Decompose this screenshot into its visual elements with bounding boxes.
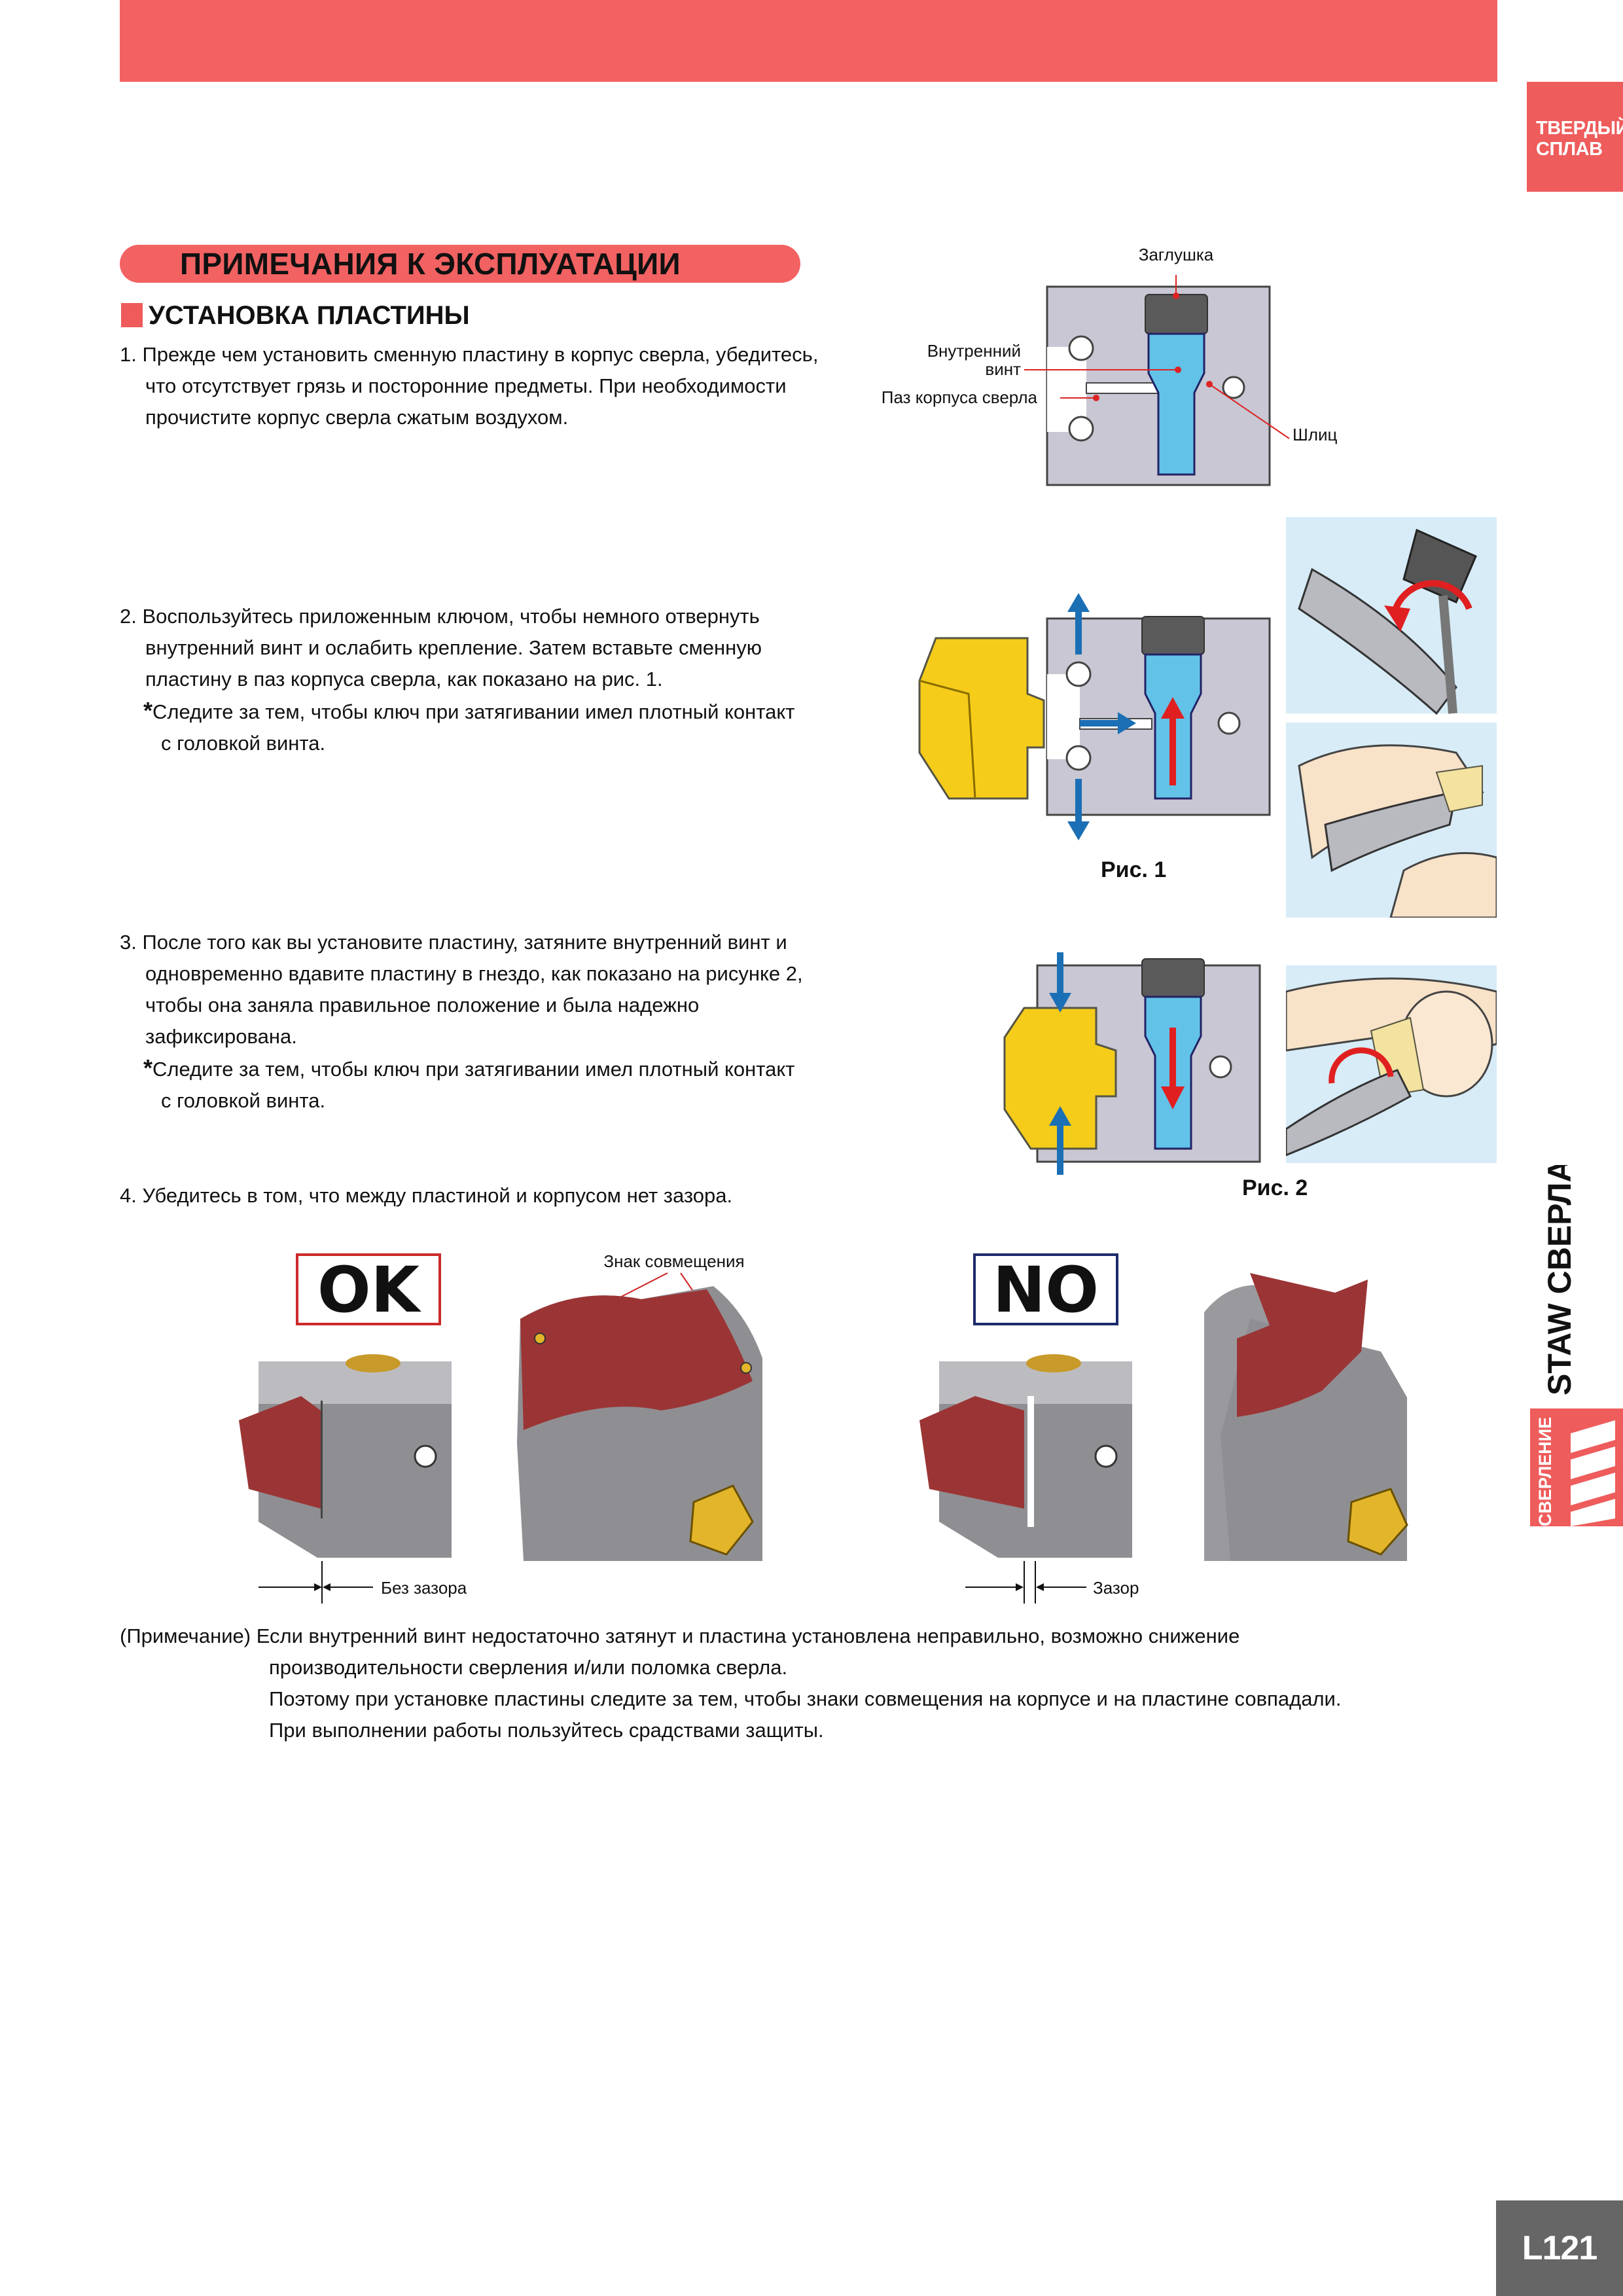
step-4: 4. Убедитесь в том, что между пластиной … [120,1180,899,1211]
step-2-note: *Следите за тем, чтобы ключ при затягива… [120,695,899,728]
label-slot: Паз корпуса сверла [882,387,1038,407]
drill-body-section-diagram: Заглушка Внутренний винт Паз корпуса све… [882,245,1338,486]
side-tab-line2: СПЛАВ [1536,139,1603,160]
page-number: L121 [1496,2200,1623,2296]
drill-stripe-icon [1571,1473,1615,1505]
step-3-line: 3. После того как вы установите пластину… [120,931,787,954]
header-band [120,0,1497,82]
step-1-line: что отсутствует грязь и посторонние пред… [145,374,787,397]
step-3-note: *Следите за тем, чтобы ключ при затягива… [120,1052,899,1085]
label-plug: Заглушка [1139,245,1214,264]
side-vertical-label: STAW СВЕРЛА СВЕРЛЕНИЕ [1535,1165,1615,1526]
step-1: 1. Прежде чем установить сменную пластин… [120,339,899,433]
step-3-line: зафиксирована. [145,1025,297,1048]
label-slit: Шлиц [1293,425,1338,444]
step-3-note-line: Следите за тем, чтобы ключ при затягиван… [152,1058,795,1081]
section-title: ПРИМЕЧАНИЯ К ЭКСПЛУАТАЦИИ [120,245,800,283]
asterisk-mark: * [143,697,153,724]
note-line: производительности сверления и/или полом… [269,1656,788,1679]
label-gap: Зазор [1093,1578,1139,1598]
drill-stripe-icon [1571,1446,1615,1479]
note-line: При выполнении работы пользуйтесь срадст… [269,1719,824,1742]
note-block: (Примечание) Если внутренний винт недост… [120,1621,1494,1746]
step-2-line: внутренний винт и ослабить крепление. За… [145,636,762,659]
drill-stripe-icon [1571,1420,1615,1453]
yellow-insert [1003,1007,1117,1150]
rotate-arrow [1329,1047,1394,1084]
subsection-title: УСТАНОВКА ПЛАСТИНЫ [149,301,470,330]
side-tab-material: ТВЕРДЫЙ СПЛАВ [1527,82,1623,192]
step-1-line: прочистите корпус сверла сжатым воздухом… [145,406,569,429]
side-vertical-main: STAW СВЕРЛА [1541,1165,1578,1395]
inner-screw [1147,332,1205,476]
subsection-marker [121,303,143,327]
figure-2-seating-diagram [1003,952,1261,1175]
step-2: 2. Воспользуйтесь приложенным ключом, чт… [120,601,899,759]
plug [1141,616,1205,655]
figure-1-insertion-diagram [918,593,1271,840]
step-2-note-line: с головкой винта. [161,732,326,755]
no-insert [919,1396,1024,1509]
no-badge: NO [973,1253,1118,1325]
wrench-photo-panel-fig2 [1286,965,1497,1163]
plug [1141,958,1205,997]
side-vertical-sub: СВЕРЛЕНИЕ [1535,1417,1555,1526]
label-alignment-mark: Знак совмещения [603,1251,744,1271]
figure-1-caption: Рис. 1 [1101,857,1167,882]
ok-no-comparison-figure: Знак совмещения Без зазора Зазор [239,1251,1408,1604]
ok-insert [239,1396,321,1509]
ok-badge: OK [296,1253,441,1325]
label-inner-screw-1: Внутренний [927,341,1021,361]
step-3-line: чтобы она заняла правильное положение и … [145,994,700,1016]
step-3: 3. После того как вы установите пластину… [120,927,899,1117]
step-4-line: 4. Убедитесь в том, что между пластиной … [120,1184,733,1207]
note-line: (Примечание) Если внутренний винт недост… [120,1624,1240,1647]
wrench-photo-panels [1286,517,1497,918]
step-1-line: 1. Прежде чем установить сменную пластин… [120,343,819,366]
figure-2-caption: Рис. 2 [1242,1175,1308,1200]
no-insert-top [1237,1273,1368,1417]
rotate-arrow [1391,580,1472,617]
note-line: Поэтому при установке пластины следите з… [269,1687,1342,1710]
asterisk-mark: * [143,1054,153,1081]
side-tab-line1: ТВЕРДЫЙ [1536,118,1623,139]
step-2-line: 2. Воспользуйтесь приложенным ключом, чт… [120,605,760,628]
step-2-note-line: Следите за тем, чтобы ключ при затягиван… [152,700,795,723]
yellow-insert [918,637,1045,800]
step-3-note-line: с головкой винта. [161,1089,326,1112]
label-inner-screw-2: винт [985,359,1021,379]
step-3-line: одновременно вдавите пластину в гнездо, … [145,962,803,985]
drill-stripe-icon [1571,1499,1615,1526]
label-no-gap: Без зазора [381,1578,467,1598]
step-2-line: пластину в паз корпуса сверла, как показ… [145,668,663,691]
ok-insert-top [520,1289,753,1430]
plug [1145,294,1208,334]
